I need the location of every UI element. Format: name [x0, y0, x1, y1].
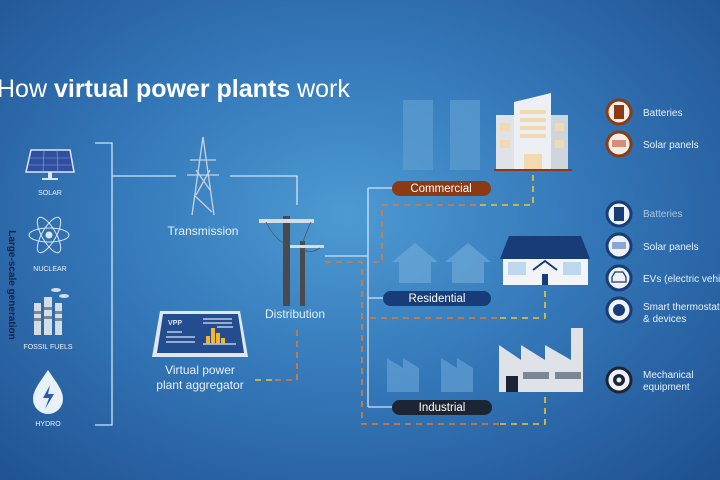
water-drop-icon	[33, 370, 63, 414]
sector-bracket	[367, 187, 394, 408]
commercial-buildings-icon	[403, 93, 572, 171]
factory-icon	[387, 328, 583, 392]
source-label-solar: SOLAR	[38, 190, 62, 197]
resource-label-line2: & devices	[643, 314, 686, 325]
residential-label: Residential	[409, 293, 466, 305]
resource-label: Mechanical	[643, 370, 694, 381]
generation-bracket	[95, 142, 113, 426]
solar-panel-icon	[605, 232, 633, 260]
vpp-screen-label: VPP	[168, 320, 182, 327]
source-label-nuclear: NUCLEAR	[33, 266, 66, 273]
commercial-badge	[392, 181, 491, 196]
industrial-resources: Mechanical equipment	[605, 366, 694, 394]
residential-resources: Batteries Solar panels EVs (electric veh…	[605, 200, 720, 325]
aggregator-label-line1: Virtual power	[165, 363, 235, 377]
transmission-to-distribution-line	[230, 175, 298, 205]
battery-icon	[605, 200, 633, 228]
utility-pole-icon	[259, 216, 324, 306]
commercial-resources: Batteries Solar panels	[605, 98, 699, 158]
source-label-fossil-fuels: FOSSIL FUELS	[23, 344, 72, 351]
transmission-tower-icon	[187, 136, 219, 216]
source-label-hydro: HYDRO	[35, 421, 61, 428]
commercial-label: Commercial	[410, 183, 471, 195]
atom-icon	[28, 216, 70, 254]
battery-icon	[605, 98, 633, 126]
vpp-control-lines	[255, 172, 546, 425]
resource-label: Batteries	[643, 108, 682, 119]
distribution-label: Distribution	[265, 307, 325, 321]
industrial-badge	[392, 400, 492, 415]
resource-label: Solar panels	[643, 140, 699, 151]
resource-label: Smart thermostats	[643, 302, 720, 313]
car-icon	[605, 264, 633, 292]
smokestack-icon	[34, 288, 69, 335]
grid-lines	[95, 142, 394, 426]
industrial-label: Industrial	[419, 402, 466, 414]
solar-panel-icon	[605, 130, 633, 158]
page-title: How virtual power plants work	[0, 75, 350, 103]
resource-label: EVs (electric vehicles)	[643, 274, 720, 285]
aggregator-label-line2: plant aggregator	[156, 378, 243, 392]
gear-icon	[605, 366, 633, 394]
vpp-dashboard-icon[interactable]: VPP	[152, 311, 248, 357]
resource-label: Batteries	[643, 209, 682, 220]
residential-houses-icon	[392, 236, 590, 285]
thermostat-icon	[605, 296, 633, 324]
resource-label-line2: equipment	[643, 382, 690, 393]
large-scale-generation-label: Large-scale generation	[6, 230, 17, 339]
resource-label: Solar panels	[643, 242, 699, 253]
transmission-label: Transmission	[168, 224, 239, 238]
residential-badge	[383, 291, 491, 306]
solar-panel-icon	[25, 149, 75, 180]
